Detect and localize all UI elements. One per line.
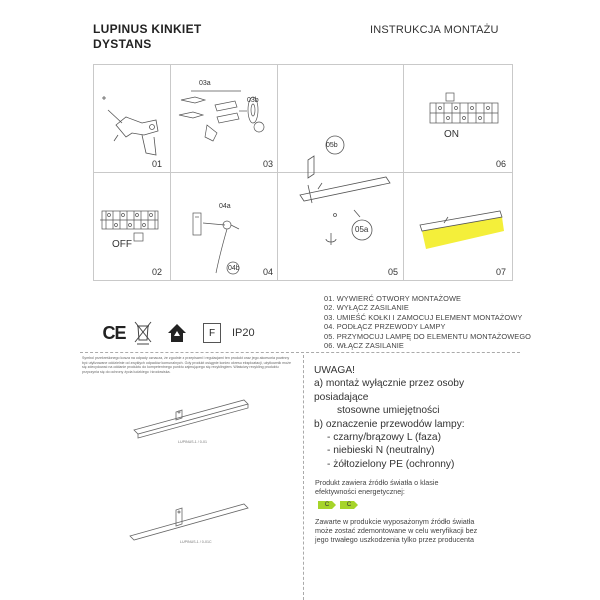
energy-line: Produkt zawiera źródło światła o klasie [315,478,439,487]
terminal-block-icon [429,92,499,124]
energy-class-badge: C [346,502,352,508]
instruction-heading: INSTRUKCJA MONTAŻU [370,24,499,36]
column-divider [303,355,304,600]
product-model-label: LUPINUS-1 / 0-01 [178,440,207,444]
product-drawing-top: LUPINUS-1 / 0-01 [118,392,258,452]
on-label: ON [444,129,459,140]
panel-number: 03 [263,159,274,169]
light-source-note: Zawarte w produkcie wyposażonym źródło ś… [315,517,477,545]
disposal-note: Symbol przekreślonego kosza na odpady oz… [82,356,291,374]
warning-line: stosowne umiejętności [337,405,440,417]
wall-anchors-icon [178,90,265,142]
callout-05b: 05b [326,142,338,149]
warning-title: UWAGA! [314,365,355,376]
step-item: 04. PODŁĄCZ PRZEWODY LAMPY [324,322,446,332]
energy-class-text: Produkt zawiera źródło światła o klasie … [315,478,438,496]
product-title: LUPINUS KINKIET [93,22,202,36]
energy-line: efektywności energetycznej: [315,487,405,497]
callout-03b: 03b [247,97,259,104]
panel-number: 02 [152,267,163,277]
callout-04b: 04b [228,265,240,272]
energy-label-icon [318,501,358,509]
wire-item: - żółtozielony PE (ochronny) [327,458,455,470]
note-line: jego trwałego uszkodzenia tylko przez pr… [315,535,475,545]
step-item: 01. WYWIERĆ OTWORY MONTAŻOWE [324,294,462,303]
warning-line: a) montaż wyłącznie przez osoby posiadaj… [314,378,465,403]
panel-number: 04 [263,267,274,277]
panel-number: 07 [496,267,507,277]
panel-01-drill: 01 [94,65,170,172]
product-drawing-bottom: LUPINUS-1 / 0-01C [118,492,258,552]
terminal-block-icon [100,210,159,242]
panel-number: 01 [152,159,163,169]
off-label: OFF [112,239,132,250]
product-subtitle: DYSTANS [93,37,152,51]
panel-05-mount-lamp: 05b 05a 05 [278,65,403,280]
indoor-use-icon [166,322,188,344]
f-mark-icon: F [203,323,221,343]
panel-07-lamp-lit: 07 [404,173,512,280]
weee-bin-icon [133,320,153,346]
ce-mark-icon: CE [102,322,126,343]
panel-03-anchors: 03a 03b 03 [171,65,277,172]
lamp-drawing-icon [129,503,249,541]
callout-05a: 05a [355,225,369,234]
callout-03a: 03a [199,80,211,87]
step-item: 06. WŁĄCZ ZASILANIE [324,341,404,351]
panel-number: 05 [388,267,399,277]
ip-rating: IP20 [232,327,255,339]
panel-04-wiring: 04a 04b 04 [171,173,277,280]
wire-item: - niebieski N (neutralny) [327,445,435,457]
drill-icon [102,96,159,156]
step-item: 05. PRZYMOCUJ LAMPĘ DO ELEMENTU MONTAŻOW… [324,331,532,341]
panel-06-power-on: ON 06 [404,65,512,172]
energy-class-badge: C [324,502,330,508]
lamp-drawing-icon [133,399,249,439]
warning-block: UWAGA! a) montaż wyłącznie przez osoby p… [314,364,514,471]
note-line: może zostać zdemontowane w celu weryfika… [315,526,478,536]
section-divider [80,352,520,353]
step-item: 03. UMIEŚĆ KOŁKI I ZAMOCUJ ELEMENT MONTA… [324,312,523,322]
wiring-icon [192,212,240,275]
wire-item: - czarny/brązowy L (faza) [327,432,441,444]
installation-steps: 01. WYWIERĆ OTWORY MONTAŻOWE 02. WYŁĄCZ … [324,294,531,350]
note-line: Zawarte w produkcie wyposażonym źródło ś… [315,517,475,526]
panel-number: 06 [496,159,507,169]
callout-04a: 04a [219,203,231,210]
warning-line: b) oznaczenie przewodów lampy: [314,418,465,430]
lamp-lit-icon [419,210,504,249]
step-item: 02. WYŁĄCZ ZASILANIE [324,303,409,313]
product-model-label: LUPINUS-1 / 0-01C [180,540,212,544]
panel-02-power-off: OFF 02 [94,173,170,280]
lamp-mount-icon [299,135,391,245]
